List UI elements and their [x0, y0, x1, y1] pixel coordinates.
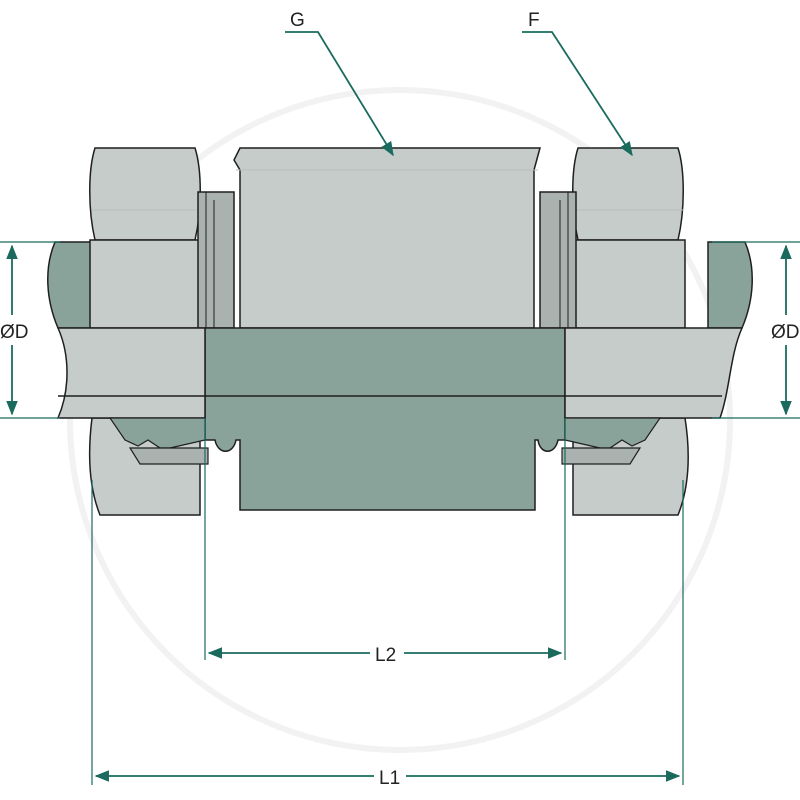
l1-label: L1	[379, 768, 400, 789]
f-label: F	[528, 10, 540, 31]
right-tube-section	[564, 327, 744, 419]
center-body	[233, 147, 541, 329]
left-thread	[197, 191, 235, 329]
g-label: G	[290, 10, 305, 31]
right-thread	[539, 191, 577, 329]
g-leader	[285, 31, 394, 157]
right-d-label: ØD	[771, 322, 800, 343]
right-tube-end	[707, 241, 753, 329]
right-cutting-ring	[564, 417, 662, 449]
watermark	[67, 87, 733, 753]
f-leader	[522, 31, 633, 157]
l2-label: L2	[375, 645, 396, 666]
left-d-label: ØD	[0, 322, 29, 343]
left-tube-end	[47, 241, 93, 329]
left-tube-section	[56, 327, 206, 419]
right-nut	[572, 147, 689, 516]
center-section	[204, 327, 566, 511]
